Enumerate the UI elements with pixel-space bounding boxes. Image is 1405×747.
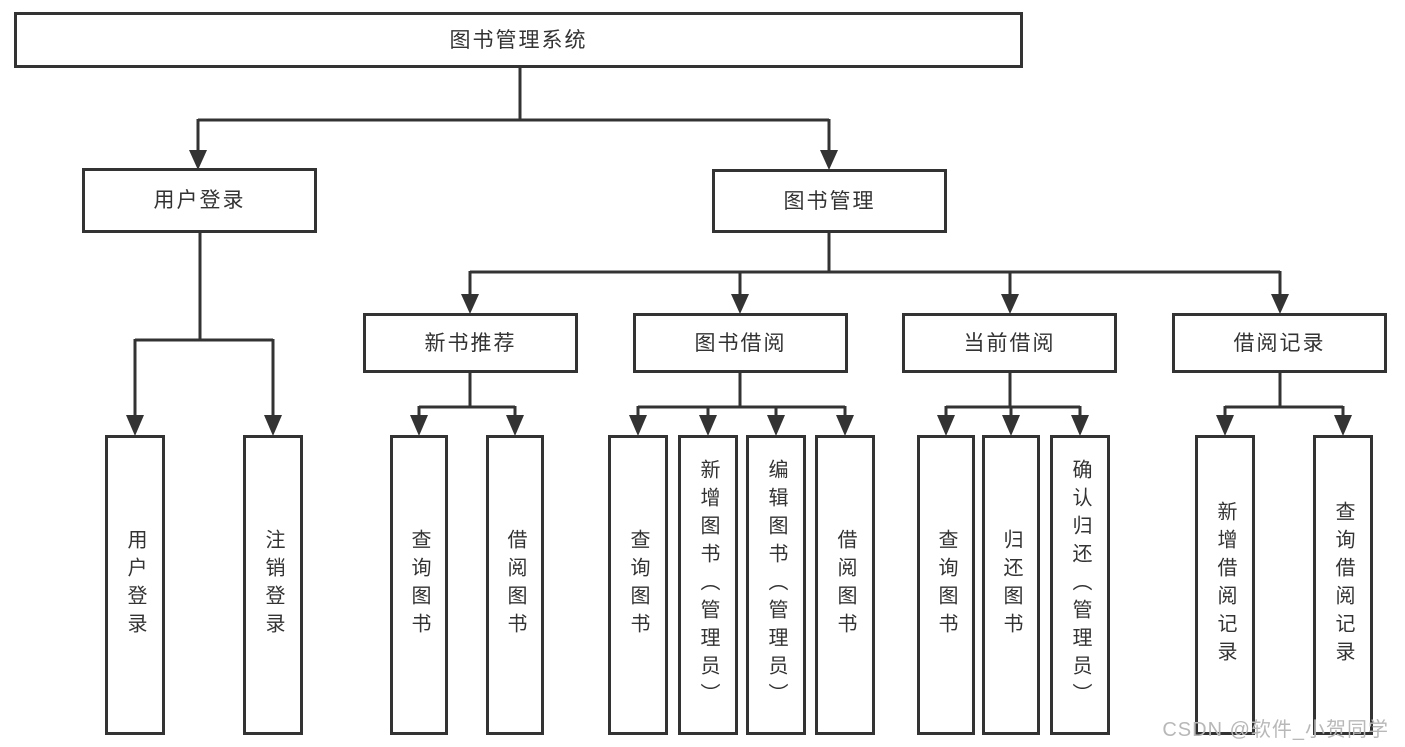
- arrowheads: [126, 150, 1352, 436]
- node-return-books: 归还图书: [982, 435, 1040, 735]
- node-library-management-system: 图书管理系统: [14, 12, 1023, 68]
- node-query-books-recommend: 查询图书: [390, 435, 448, 735]
- node-borrowing-records: 借阅记录: [1172, 313, 1387, 373]
- node-new-book-recommend: 新书推荐: [363, 313, 578, 373]
- node-book-borrowing: 图书借阅: [633, 313, 848, 373]
- node-add-borrow-record: 新增借阅记录: [1195, 435, 1255, 735]
- csdn-watermark: CSDN @软件_小贺同学: [1162, 719, 1389, 741]
- node-book-management: 图书管理: [712, 169, 947, 233]
- node-query-books-current: 查询图书: [917, 435, 975, 735]
- node-current-borrowing: 当前借阅: [902, 313, 1117, 373]
- node-user-login-action: 用户登录: [105, 435, 165, 735]
- node-user-login: 用户登录: [82, 168, 317, 233]
- node-query-books-borrowing: 查询图书: [608, 435, 668, 735]
- node-add-books-admin: 新增图书（管理员）: [678, 435, 738, 735]
- node-query-borrow-record: 查询借阅记录: [1313, 435, 1373, 735]
- node-borrow-books-action: 借阅图书: [815, 435, 875, 735]
- node-confirm-return-admin: 确认归还（管理员）: [1050, 435, 1110, 735]
- node-logout-action: 注销登录: [243, 435, 303, 735]
- node-borrow-books-recommend: 借阅图书: [486, 435, 544, 735]
- node-edit-books-admin: 编辑图书（管理员）: [746, 435, 806, 735]
